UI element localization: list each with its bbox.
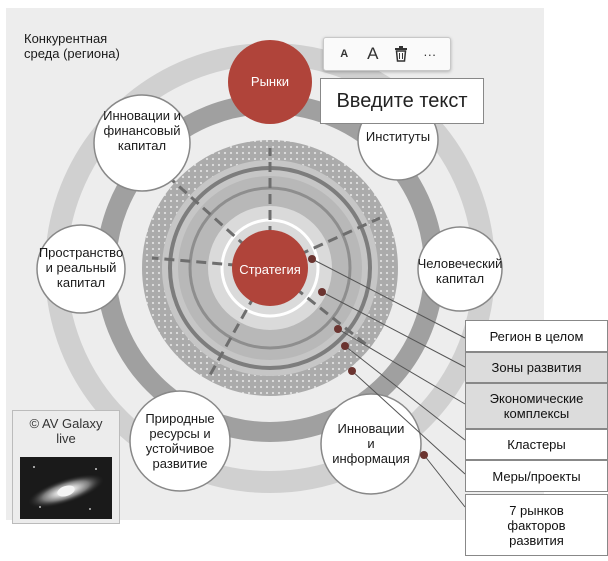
galaxy-icon xyxy=(20,457,112,519)
innovation-info-label: Инновации и информация xyxy=(332,421,410,466)
leader-lines xyxy=(311,258,466,508)
strategy-label: Стратегия xyxy=(239,262,301,277)
text-format-toolbar: A A ··· xyxy=(323,37,451,71)
decrease-font-button[interactable]: A xyxy=(340,48,349,60)
legend-zones: Зоны развития xyxy=(465,352,608,383)
trash-icon xyxy=(395,46,408,62)
space-label: Пространство и реальный капитал xyxy=(38,245,124,290)
factor-circle-innovation-info xyxy=(320,393,422,495)
factor-circle-space xyxy=(36,224,126,314)
outer-environment-label: Конкурентная среда (региона) xyxy=(24,31,120,61)
increase-font-button[interactable]: A xyxy=(367,44,379,63)
av-galaxy-logo: © AV Galaxy live xyxy=(12,410,120,524)
logo-text: © AV Galaxy live xyxy=(29,416,103,446)
factor-circle-innovation-finance xyxy=(93,94,191,192)
more-options-button[interactable]: ··· xyxy=(423,46,437,62)
text-input-box[interactable]: Введите текст xyxy=(320,78,484,124)
institutes-label: Институты xyxy=(365,129,431,144)
legend-complexes: Экономические комплексы xyxy=(465,383,608,429)
markets-label: Рынки xyxy=(250,74,290,89)
natural-resources-label: Природные ресурсы и устойчивое развитие xyxy=(145,411,215,471)
markets-circle xyxy=(228,40,312,124)
legend-clusters: Кластеры xyxy=(465,429,608,460)
legend-markets: 7 рынков факторов развития xyxy=(465,494,608,556)
factor-circle-natural xyxy=(129,390,231,492)
delete-button[interactable] xyxy=(389,42,413,66)
legend-measures: Меры/проекты xyxy=(465,460,608,492)
leader-dots xyxy=(308,255,428,459)
factor-circle-human-capital xyxy=(417,226,503,312)
human-capital-label: Человеческий капитал xyxy=(417,256,503,286)
strategy-circle xyxy=(232,230,308,306)
legend-region: Регион в целом xyxy=(465,320,608,352)
galaxy-image xyxy=(20,457,112,519)
innovation-finance-label: Инновации и финансовый капитал xyxy=(103,108,181,153)
